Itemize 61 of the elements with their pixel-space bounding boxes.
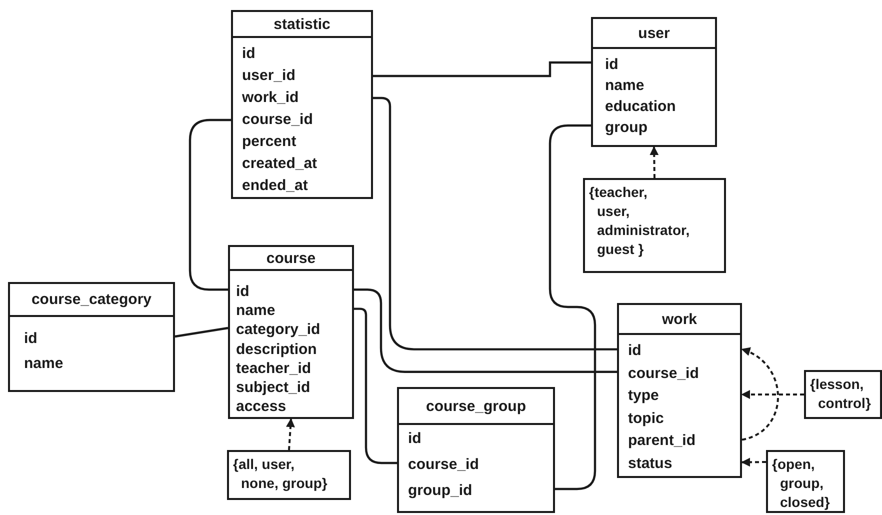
field-name: id bbox=[242, 44, 256, 64]
table-name: course bbox=[266, 250, 316, 266]
dashed-arrow bbox=[741, 348, 779, 441]
field-name: id bbox=[628, 341, 642, 361]
field-name: work_id bbox=[242, 88, 299, 108]
relationship-line bbox=[174, 326, 228, 338]
field-name: percent bbox=[242, 132, 296, 152]
dashed-arrow bbox=[741, 390, 804, 399]
field-name: id bbox=[24, 329, 38, 349]
relationship-line bbox=[373, 96, 617, 350]
entity-table bbox=[228, 245, 354, 419]
entity-table bbox=[617, 303, 742, 478]
table-name: course_category bbox=[31, 291, 152, 308]
dashed-arrow bbox=[286, 418, 295, 450]
value-list: {all, user, none, group} bbox=[233, 455, 345, 493]
field-name: name bbox=[605, 76, 644, 96]
value-list: {teacher, user, administrator, guest } bbox=[589, 183, 720, 259]
enum-note bbox=[583, 178, 726, 273]
table-name: user bbox=[638, 24, 670, 42]
field-name: description bbox=[236, 340, 317, 359]
field-name: id bbox=[605, 55, 618, 75]
field-name: id bbox=[408, 429, 422, 449]
field-name: parent_id bbox=[628, 431, 696, 452]
field-name: created_at bbox=[242, 154, 318, 174]
relationship-line bbox=[548, 124, 596, 490]
enum-note bbox=[227, 450, 351, 500]
field-name: status bbox=[628, 454, 672, 474]
field-name: topic bbox=[628, 408, 664, 429]
field-name: course_id bbox=[242, 110, 313, 130]
field-name: name bbox=[24, 354, 64, 374]
table-name: statistic bbox=[274, 16, 330, 32]
field-name: name bbox=[236, 301, 276, 320]
table-name: course_group bbox=[426, 398, 526, 414]
enum-note bbox=[766, 450, 845, 513]
relationship-line bbox=[373, 61, 591, 78]
dashed-arrow bbox=[650, 146, 659, 178]
entity-table bbox=[231, 10, 373, 199]
entity-table bbox=[397, 387, 555, 513]
field-name: category_id bbox=[236, 320, 320, 340]
entity-table bbox=[591, 17, 717, 147]
value-list: {open, group, closed} bbox=[772, 455, 839, 512]
table-name: work bbox=[662, 310, 697, 328]
entity-table bbox=[8, 282, 175, 392]
relationship-line bbox=[354, 288, 617, 373]
relationship-line bbox=[188, 118, 231, 291]
field-name: user_id bbox=[242, 66, 296, 86]
field-name: group bbox=[605, 118, 648, 138]
field-name: type bbox=[628, 386, 659, 406]
dashed-arrow bbox=[741, 458, 766, 467]
field-name: subject_id bbox=[236, 378, 310, 398]
field-name: id bbox=[236, 282, 250, 302]
enum-note bbox=[804, 370, 882, 419]
field-name: teacher_id bbox=[236, 358, 312, 378]
field-name: course_id bbox=[408, 455, 479, 475]
value-list: {lesson, control} bbox=[810, 375, 876, 413]
field-name: group_id bbox=[408, 481, 472, 501]
field-name: ended_at bbox=[242, 176, 308, 196]
relationship-line bbox=[354, 308, 397, 464]
field-name: course_id bbox=[628, 364, 699, 384]
field-name: access bbox=[236, 397, 286, 416]
field-name: education bbox=[605, 97, 676, 117]
